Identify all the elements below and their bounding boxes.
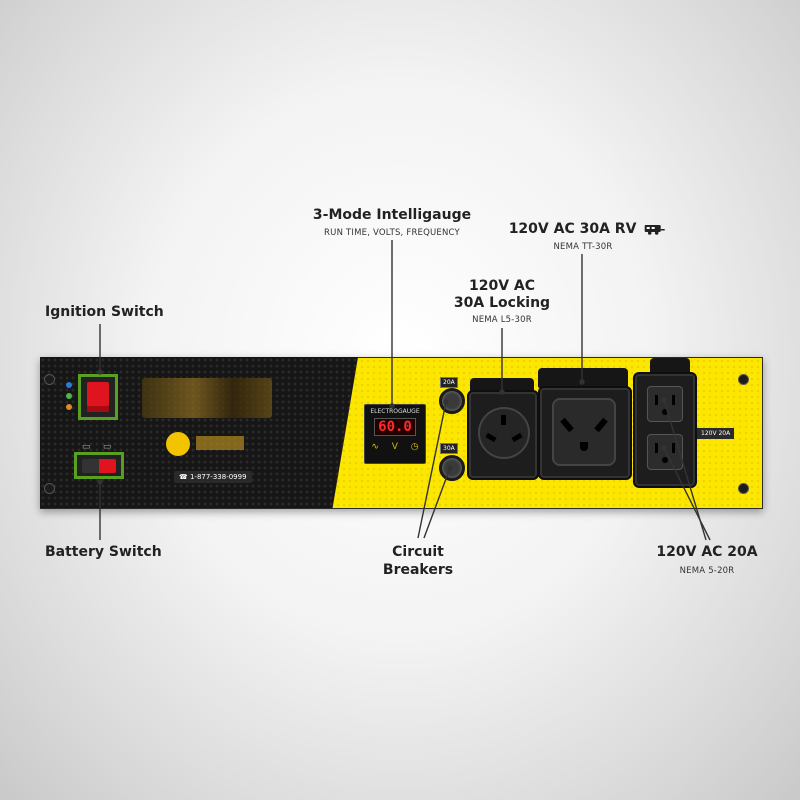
rv-outlet-sublabel: NEMA TT-30R: [553, 242, 613, 252]
circuit-breakers-label-line1: Circuit: [392, 544, 444, 560]
gauge-display: 60.0: [374, 418, 416, 436]
ignition-switch-label: Ignition Switch: [45, 304, 164, 320]
circuit-breakers-label-line2: Breakers: [382, 562, 454, 578]
breaker-20a-tag: 20A: [440, 377, 458, 388]
intelligauge-sublabel: RUN TIME, VOLTS, FREQUENCY: [324, 228, 460, 238]
locking-outlet-label-line2: 30A Locking: [453, 295, 551, 311]
rv-receptacle: [552, 398, 616, 466]
indicator-lights: [64, 380, 74, 420]
breaker-20a[interactable]: [439, 388, 465, 414]
intelligauge: ELECTROGAUGE 60.0 ∿ V ◷: [364, 404, 426, 464]
ignition-switch[interactable]: [78, 374, 118, 420]
locking-outlet[interactable]: [467, 390, 539, 480]
volts-icon: V: [391, 441, 398, 451]
duplex-bottom-receptacle: [647, 434, 683, 470]
bolt-icon: [44, 483, 55, 494]
rv-outlet-label: 120V AC 30A RV: [509, 221, 666, 237]
gauge-mode-icons: ∿ V ◷: [365, 441, 425, 452]
led-icon: [66, 382, 72, 388]
ignition-rocker: [87, 382, 109, 412]
outlet-20a-label: 120V AC 20A: [656, 544, 758, 560]
locking-outlet-label-line1: 120V AC: [468, 278, 536, 294]
bolt-icon: [738, 374, 749, 385]
bolt-icon: [738, 483, 749, 494]
phone-number: 1-877-338-0999: [189, 473, 247, 481]
brand-logo-icon: [166, 432, 190, 456]
outlet-20a-sublabel: NEMA 5-20R: [679, 566, 735, 576]
support-phone: ☎ 1-877-338-0999: [174, 471, 252, 483]
intelligauge-label: 3-Mode Intelligauge: [312, 207, 472, 223]
battery-icon: ▭ ▭: [82, 441, 112, 451]
runtime-icon: ◷: [410, 441, 419, 451]
bolt-icon: [44, 374, 55, 385]
battery-switch-label: Battery Switch: [45, 544, 162, 560]
locking-outlet-sublabel: NEMA L5-30R: [472, 315, 532, 325]
frequency-icon: ∿: [371, 441, 379, 451]
locking-receptacle: [478, 407, 530, 459]
rv-outlet[interactable]: [538, 386, 632, 480]
rv-camper-icon: [644, 224, 665, 235]
led-icon: [66, 393, 72, 399]
breaker-30a-tag: 30A: [440, 443, 458, 454]
battery-rocker: [82, 459, 116, 473]
led-icon: [66, 404, 72, 410]
brand-wordmark: [196, 436, 244, 450]
duplex-rating-tag: 120V 20A: [697, 428, 735, 439]
gauge-brand: ELECTROGAUGE: [370, 408, 420, 415]
battery-switch[interactable]: [74, 452, 124, 479]
phone-icon: ☎: [179, 473, 188, 481]
brand-graphic: [142, 378, 272, 418]
duplex-outlet[interactable]: [633, 372, 697, 488]
rv-outlet-title: 120V AC 30A RV: [508, 221, 637, 237]
rv-outlet-cover: [538, 368, 628, 388]
